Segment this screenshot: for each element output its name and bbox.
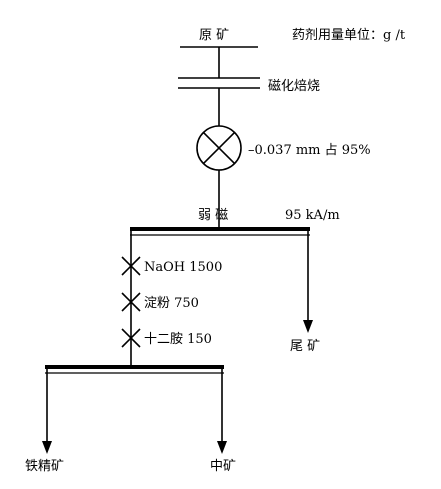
- unit-note: 药剂用量单位：g /t: [292, 28, 406, 43]
- tailings-arrow-icon: [303, 320, 313, 333]
- reagent-label-1: NaOH 1500: [144, 260, 222, 275]
- grinding-icon: [196, 125, 242, 171]
- field-strength-label: 95 kA/m: [285, 208, 340, 223]
- feed-label: 原 矿: [199, 28, 229, 43]
- separation-label: 弱 磁: [198, 208, 228, 223]
- reagent-addition-icon: [121, 292, 141, 312]
- reagent-label-2: 淀粉 750: [144, 296, 199, 311]
- middlings-arrow-icon: [217, 441, 227, 454]
- concentrate-arrow-icon: [42, 441, 52, 454]
- concentrate-label: 铁精矿: [25, 459, 64, 474]
- grinding-label: –0.037 mm 占 95%: [248, 143, 371, 158]
- tailings-label: 尾 矿: [290, 339, 320, 354]
- roasting-label: 磁化焙烧: [268, 79, 320, 94]
- reagent-addition-icon: [121, 256, 141, 276]
- reagent-label-3: 十二胺 150: [144, 332, 212, 347]
- middlings-label: 中矿: [210, 459, 236, 474]
- reagent-addition-icon: [121, 328, 141, 348]
